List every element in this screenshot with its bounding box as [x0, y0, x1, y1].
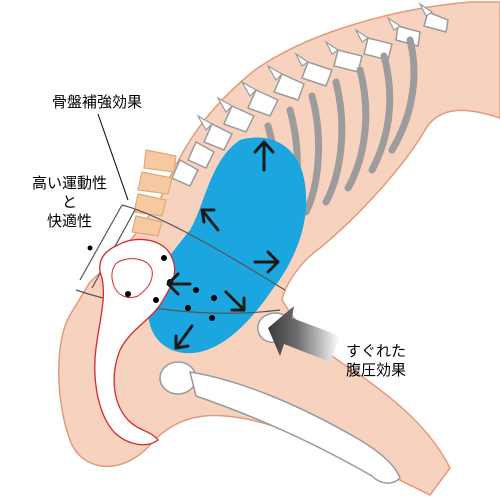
lumbar-spine: [131, 149, 177, 237]
abdominal-pressure-label: すぐれた 腹圧効果: [346, 342, 406, 380]
large-gray-arrow-icon: [268, 306, 340, 362]
chevron-arrow-icon: [166, 140, 280, 350]
pressure-line-2: 腹圧効果: [346, 361, 407, 379]
spinous-processes: [196, 2, 434, 131]
pressure-points: [87, 245, 217, 321]
pelvis-reinforcement-label: 骨盤補強効果: [52, 93, 143, 111]
mobility-line-3: 快適性: [47, 212, 93, 230]
pressure-line-1: すぐれた: [346, 342, 407, 360]
pelvis-leader-line: [97, 113, 129, 201]
abdominal-pressure-zone: [148, 137, 307, 354]
mobility-line-2: と: [62, 193, 78, 211]
pelvis-inner: [111, 258, 153, 299]
spine: [171, 10, 449, 187]
mobility-comfort-label: 高い運動性 と 快適性: [32, 174, 107, 231]
mobility-line-1: 高い運動性: [32, 174, 108, 192]
